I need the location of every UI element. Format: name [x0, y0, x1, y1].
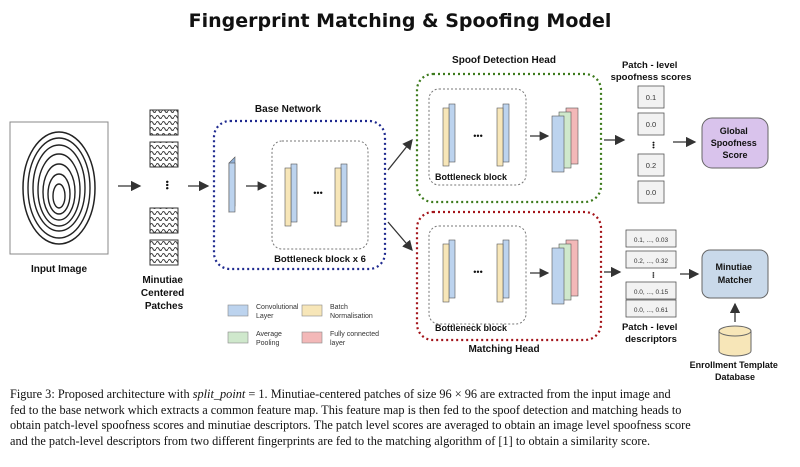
base-bottleneck-layers-right — [334, 163, 348, 227]
score-1: 0.1 — [646, 93, 656, 102]
legend-swatch-fc — [301, 331, 323, 344]
diagram-title: Fingerprint Matching & Spoofing Model — [189, 10, 612, 32]
spoof-bottleneck-layers-right — [496, 103, 510, 167]
matching-fc-stack — [551, 239, 579, 305]
spoof-bottleneck-layers-left — [442, 103, 456, 167]
caption-line-4: and the patch-level descriptors from two… — [10, 433, 651, 448]
caption-line-3: obtain patch-level spoofness scores and … — [10, 418, 691, 433]
matching-bottleneck-layers-right — [496, 239, 510, 303]
global-score-label: Global Spoofness Score — [711, 126, 760, 160]
minutiae-matcher-box — [701, 249, 769, 299]
base-network-box — [212, 119, 387, 271]
matching-bottleneck-layers-left — [442, 239, 456, 303]
legend-swatch-conv — [227, 304, 249, 317]
descriptors-title: Patch - level descriptors — [622, 322, 680, 345]
minutiae-patches — [149, 109, 179, 266]
legend-label-batchnorm: Batch Normalisation — [330, 304, 373, 320]
arrow-base-to-spoof — [387, 138, 413, 171]
spoof-bottleneck-label: Bottleneck block — [435, 172, 508, 182]
legend-label-conv: Convolutional Layer — [256, 304, 300, 320]
base-bottleneck-layers-left — [284, 163, 298, 227]
matching-head-title: Matching Head — [468, 344, 539, 355]
base-network-title: Base Network — [255, 104, 322, 115]
descriptor-4: 0.0, ..., 0.61 — [634, 307, 669, 314]
matching-head-box — [415, 210, 603, 342]
spoof-bottleneck-ellipsis: ••• — [473, 131, 482, 141]
enrollment-db-label: Enrollment Template Database — [690, 360, 781, 382]
caption-line-2: fed to the base network which extracts a… — [10, 402, 682, 417]
base-conv-layer — [228, 156, 236, 213]
figure-caption: Figure 3: Proposed architecture with spl… — [10, 387, 792, 449]
score-2: 0.0 — [646, 120, 656, 129]
spoof-head-title: Spoof Detection Head — [452, 55, 556, 66]
score-4: 0.0 — [646, 188, 656, 197]
legend-label-avgpool: Average Pooling — [256, 331, 284, 347]
matching-bottleneck-label: Bottleneck block — [435, 323, 508, 333]
global-score-box — [701, 117, 769, 169]
base-bottleneck-box — [271, 140, 369, 250]
legend-label-fc: Fully connected layer — [330, 331, 381, 347]
patches-label: Minutiae Centered Patches — [141, 275, 187, 312]
patches-ellipsis: ••• — [162, 180, 172, 189]
score-3: 0.2 — [646, 161, 656, 170]
descriptor-2: 0.2, ..., 0.32 — [634, 258, 669, 265]
database-icon — [718, 325, 752, 357]
spoof-fc-stack — [551, 107, 579, 173]
patch-scores-column — [637, 85, 665, 204]
spoof-head-box — [415, 72, 603, 204]
descriptors-column — [625, 229, 677, 318]
descriptor-1: 0.1, ..., 0.03 — [634, 237, 669, 244]
legend: Convolutional Layer Batch Normalisation … — [227, 304, 381, 347]
descriptor-3: 0.0, ..., 0.15 — [634, 289, 669, 296]
base-bottleneck-label: Bottleneck block x 6 — [274, 254, 366, 265]
caption-line-1: Figure 3: Proposed architecture with spl… — [10, 387, 671, 401]
matching-bottleneck-box — [428, 225, 527, 325]
patch-scores-title: Patch - level spoofness scores — [611, 60, 692, 83]
legend-swatch-avgpool — [227, 331, 249, 344]
input-image-label: Input Image — [31, 264, 88, 275]
arrow-base-to-matching — [387, 221, 413, 251]
input-image — [9, 121, 109, 255]
minutiae-matcher-label: Minutiae Matcher — [715, 262, 754, 285]
scores-ellipsis: ••• — [649, 141, 656, 149]
base-bottleneck-ellipsis: ••• — [313, 188, 322, 198]
descriptors-ellipsis: ••• — [649, 272, 655, 278]
legend-swatch-batchnorm — [301, 304, 323, 317]
matching-bottleneck-ellipsis: ••• — [473, 267, 482, 277]
